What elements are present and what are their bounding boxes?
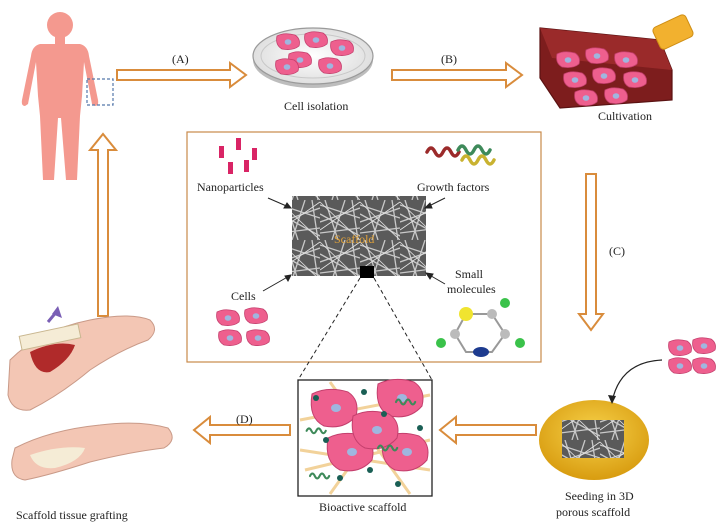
small-molecules-label-line1: Small (455, 267, 484, 281)
arrow-b (391, 61, 524, 89)
growth-factors-icon (425, 144, 496, 166)
biopsy-region-box (86, 78, 114, 106)
cell-isolation-label: Cell isolation (284, 99, 349, 113)
arrow-return (87, 132, 119, 317)
arrow-to-bioactive (438, 414, 537, 446)
pointer-arrows (262, 197, 446, 292)
seeding-scaffold-icon (539, 400, 649, 480)
step-b-label: (B) (441, 52, 457, 66)
scaffold-detail-marker (360, 266, 374, 278)
small-molecule-icon (436, 298, 525, 357)
bioactive-scaffold-image (297, 378, 433, 497)
seeding-label-line1: Seeding in 3D (565, 489, 634, 503)
arrow-a (116, 61, 248, 89)
arrow-c (577, 173, 605, 332)
culture-flask-icon (539, 14, 694, 109)
seeding-label-line2: porous scaffold (556, 505, 631, 519)
cultivation-label: Cultivation (598, 109, 652, 123)
scaffold-label: Scaffold (334, 232, 375, 246)
petri-dish-icon (252, 27, 374, 88)
bioactive-scaffold-label: Bioactive scaffold (319, 500, 407, 514)
zoom-lines (297, 277, 433, 381)
arrow-d (192, 414, 291, 446)
step-a-label: (A) (172, 52, 189, 66)
cells-icon (216, 307, 270, 347)
step-d-label: (D) (236, 412, 253, 426)
nanoparticles-label: Nanoparticles (197, 180, 264, 194)
bioactive-components-panel (186, 131, 542, 363)
small-molecules-label-line2: molecules (447, 282, 496, 296)
nanoparticles-icon (219, 138, 257, 174)
human-body-icon (21, 12, 114, 180)
seeding-curve-arrow (611, 359, 663, 403)
tissue-grafting-illustration (7, 306, 173, 481)
cells-label: Cells (231, 289, 256, 303)
scaffold-image (292, 196, 426, 276)
grafting-label: Scaffold tissue grafting (16, 508, 128, 522)
seeding-cells-icon (668, 337, 716, 375)
step-c-label: (C) (609, 244, 625, 258)
growth-factors-label: Growth factors (417, 180, 490, 194)
